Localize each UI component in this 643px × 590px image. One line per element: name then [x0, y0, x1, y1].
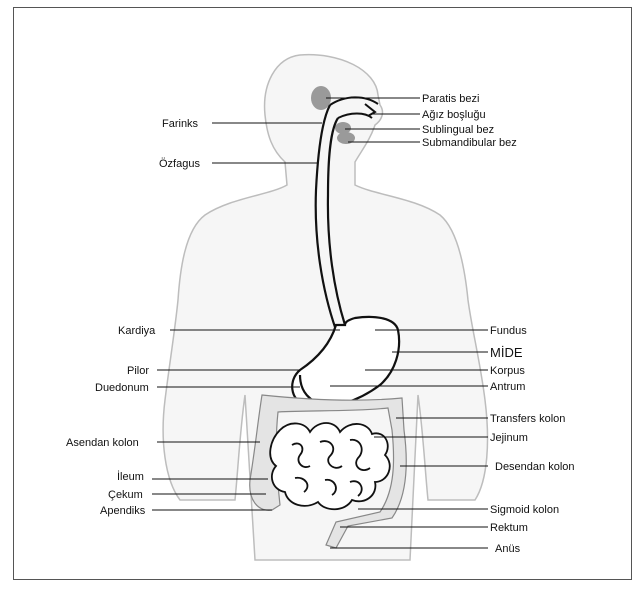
label-anus: Anüs [495, 543, 521, 555]
label-ileum: İleum [117, 470, 144, 483]
label-sigmoid-kolon: Sigmoid kolon [490, 504, 559, 516]
label-transfers-kolon: Transfers kolon [490, 413, 565, 425]
label-asendan-kolon: Asendan kolon [66, 437, 139, 449]
label-agiz-boslugu: Ağız boşluğu [422, 109, 486, 121]
label-rektum: Rektum [490, 522, 528, 534]
label-sublingual-bez: Sublingual bez [422, 124, 494, 136]
small-intestine [270, 423, 390, 509]
label-jejinum: Jejinum [490, 432, 528, 444]
label-mide: MİDE [490, 345, 523, 360]
label-duedonum: Duedonum [95, 382, 149, 394]
label-apendiks: Apendiks [100, 505, 146, 517]
label-farinks: Farinks [162, 118, 199, 130]
label-submandibular-bez: Submandibular bez [422, 137, 517, 149]
label-antrum: Antrum [490, 381, 525, 393]
label-fundus: Fundus [490, 325, 527, 337]
label-cekum: Çekum [108, 489, 143, 501]
label-kardiya: Kardiya [118, 325, 156, 337]
label-pilor: Pilor [127, 365, 149, 377]
label-ozfagus: Özfagus [159, 158, 200, 170]
label-desendan-kolon: Desendan kolon [495, 461, 575, 473]
sublingual-gland [335, 122, 351, 134]
label-paratis-bezi: Paratis bezi [422, 93, 479, 105]
label-korpus: Korpus [490, 365, 525, 377]
